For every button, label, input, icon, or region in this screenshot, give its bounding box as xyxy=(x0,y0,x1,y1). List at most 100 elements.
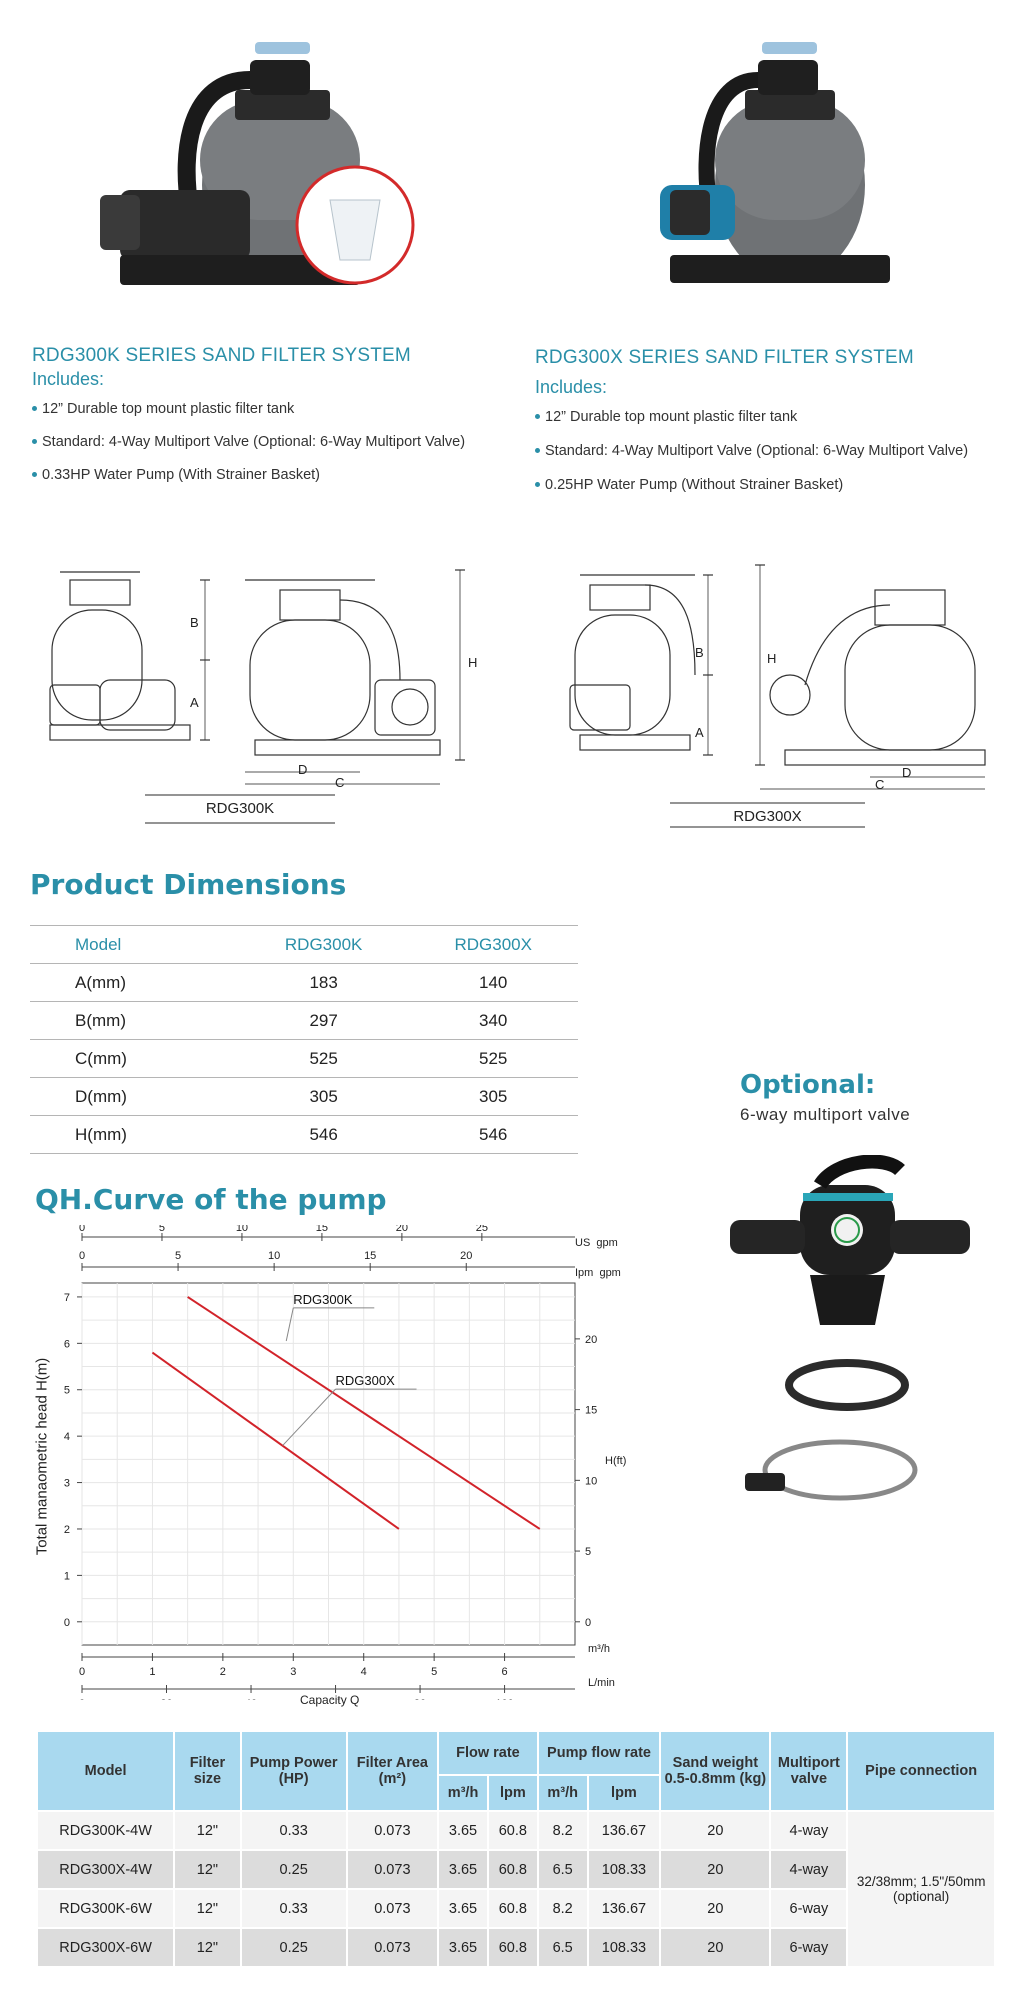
table-row: RDG300X-4W 12" 0.25 0.073 3.65 60.8 6.5 … xyxy=(38,1851,994,1888)
series-label: RDG300K xyxy=(293,1292,353,1307)
qh-curve-chart: 0123456020406080100051015202505101520012… xyxy=(20,1222,640,1710)
series-line-rdg300x xyxy=(151,1351,400,1530)
table-row: H(mm) 546 546 xyxy=(30,1115,578,1154)
table-cell: 8.2 xyxy=(538,1812,587,1849)
table-cell: 20 xyxy=(661,1890,770,1927)
rdg300k-drawing: B A H D C RDG300K xyxy=(30,550,500,840)
x-tick-label-lmin: 80 xyxy=(414,1698,426,1700)
dim-label-c: C xyxy=(875,777,885,792)
x-tick-label-ipm-gpm: 15 xyxy=(364,1250,376,1262)
table-cell: C(mm) xyxy=(30,1039,239,1078)
table-cell: 140 xyxy=(408,963,578,1002)
x-tick-label-m3h: 0 xyxy=(79,1666,85,1678)
header-flow-rate: Flow rate xyxy=(439,1732,537,1774)
rdg300x-drawing: B A H D C RDG300X xyxy=(545,555,1005,845)
y-tick-label-ft: 5 xyxy=(585,1546,591,1558)
table-cell: 183 xyxy=(238,963,409,1002)
table-cell: 0.073 xyxy=(347,1812,438,1849)
table-cell: 4-way xyxy=(771,1851,847,1888)
table-cell: 0.25 xyxy=(241,1929,346,1966)
y-axis-label: Total manaometric head H(m) xyxy=(33,1357,51,1556)
table-cell: 12" xyxy=(175,1890,240,1927)
header-pump-flow-rate: Pump flow rate xyxy=(538,1732,660,1774)
table-cell: 6-way xyxy=(771,1929,847,1966)
x-tick-label-us-gpm: 5 xyxy=(159,1225,165,1234)
table-cell: 4-way xyxy=(771,1812,847,1849)
series-leader-line xyxy=(285,1307,294,1342)
y-tick-label-ft: 0 xyxy=(585,1617,591,1629)
table-cell: 60.8 xyxy=(488,1929,537,1966)
feature-list: 12” Durable top mount plastic filter tan… xyxy=(535,408,1015,494)
includes-label: Includes: xyxy=(535,377,608,397)
table-row: A(mm) 183 140 xyxy=(30,963,578,1002)
x-tick-label-m3h: 6 xyxy=(502,1666,508,1678)
x-tick-label-ipm-gpm: 20 xyxy=(460,1250,472,1262)
x-tick-label-m3h: 5 xyxy=(431,1666,437,1678)
dim-label-h: H xyxy=(767,651,777,666)
y-tick-label-ft: 10 xyxy=(585,1475,597,1487)
dimensions-title: Product Dimensions xyxy=(30,868,347,901)
unit-m3h: m³/h xyxy=(588,1643,610,1655)
header-model: Model xyxy=(38,1732,174,1810)
table-header-cell: RDG300K xyxy=(238,925,409,964)
dim-label-a: A xyxy=(695,725,704,740)
unit-us-gpm: US gpm xyxy=(575,1237,618,1249)
dimensions-table: Model RDG300K RDG300X A(mm) 183 140 B(mm… xyxy=(30,925,578,1154)
table-row: RDG300K-4W 12" 0.33 0.073 3.65 60.8 8.2 … xyxy=(38,1812,994,1966)
x-tick-label-ipm-gpm: 10 xyxy=(268,1250,280,1262)
rdg300k-product-photo xyxy=(80,20,420,320)
dim-label-b: B xyxy=(190,615,199,630)
table-cell: 6.5 xyxy=(538,1929,587,1966)
table-header-cell: RDG300X xyxy=(408,925,578,964)
unit-lmin: L/min xyxy=(588,1677,615,1689)
feature-item: Standard: 4-Way Multiport Valve (Optiona… xyxy=(535,442,1015,460)
x-tick-label-us-gpm: 20 xyxy=(396,1225,408,1234)
feature-item: 12” Durable top mount plastic filter tan… xyxy=(32,400,512,418)
rdg300x-description: RDG300X SERIES SAND FILTER SYSTEM Includ… xyxy=(535,347,1015,509)
unit-ipm-gpm: Ipm gpm xyxy=(575,1267,621,1279)
table-cell: 0.073 xyxy=(347,1851,438,1888)
table-cell: 6.5 xyxy=(538,1851,587,1888)
table-cell: 60.8 xyxy=(488,1890,537,1927)
drawing-caption: RDG300K xyxy=(205,800,275,817)
table-cell: H(mm) xyxy=(30,1115,239,1154)
series-line-rdg300k xyxy=(187,1296,541,1530)
x-tick-label-m3h: 3 xyxy=(290,1666,296,1678)
y-tick-label-m: 4 xyxy=(64,1431,70,1443)
includes-label: Includes: xyxy=(32,369,105,389)
unit-hft: H(ft) xyxy=(605,1455,627,1467)
table-cell: 12" xyxy=(175,1929,240,1966)
table-cell: 12" xyxy=(175,1851,240,1888)
dim-label-d: D xyxy=(902,765,912,780)
feature-item: 0.33HP Water Pump (With Strainer Basket) xyxy=(32,466,512,484)
table-cell: 3.65 xyxy=(439,1812,487,1849)
table-cell: 305 xyxy=(408,1077,578,1116)
x-tick-label-m3h: 1 xyxy=(149,1666,155,1678)
table-cell: 546 xyxy=(238,1115,409,1154)
table-cell: 546 xyxy=(408,1115,578,1154)
dim-label-b: B xyxy=(695,645,704,660)
table-cell: 0.073 xyxy=(347,1890,438,1927)
x-tick-label-us-gpm: 15 xyxy=(316,1225,328,1234)
x-tick-label-m3h: 2 xyxy=(220,1666,226,1678)
header-sand-weight: Sand weight 0.5-0.8mm (kg) xyxy=(661,1732,770,1810)
table-cell: 20 xyxy=(661,1929,770,1966)
table-cell: D(mm) xyxy=(30,1077,239,1116)
spec-table: Model Filter size Pump Power (HP) Filter… xyxy=(36,1730,996,1968)
x-tick-label-m3h: 4 xyxy=(361,1666,367,1678)
table-header-row: Model RDG300K RDG300X xyxy=(30,925,578,964)
header-flow-lpm: lpm xyxy=(488,1776,537,1810)
header-pump-power: Pump Power (HP) xyxy=(241,1732,346,1810)
table-cell: 0.25 xyxy=(241,1851,346,1888)
table-row: C(mm) 525 525 xyxy=(30,1039,578,1078)
optional-title: Optional: xyxy=(740,1070,876,1100)
table-cell: RDG300K-4W xyxy=(38,1812,174,1849)
filter-area-label: Filter Area xyxy=(356,1755,428,1771)
y-tick-label-m: 1 xyxy=(64,1570,70,1582)
x-axis-label: Capacity Q xyxy=(300,1693,360,1707)
table-cell: 0.073 xyxy=(347,1929,438,1966)
y-tick-label-m: 0 xyxy=(64,1617,70,1629)
table-row: RDG300K-6W 12" 0.33 0.073 3.65 60.8 8.2 … xyxy=(38,1890,994,1927)
table-cell: B(mm) xyxy=(30,1001,239,1040)
series-label: RDG300X xyxy=(336,1373,396,1388)
